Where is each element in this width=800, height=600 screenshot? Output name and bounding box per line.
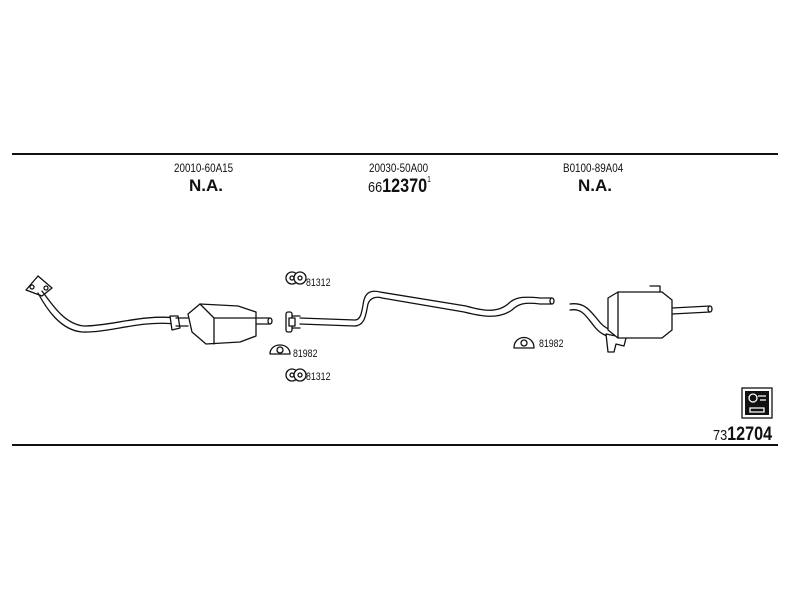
catalog-number: 7312704	[713, 425, 772, 444]
clamp-top-drawing	[285, 271, 307, 285]
clamp-label-right: 81982	[539, 338, 564, 350]
clamp-label-bottom: 81312	[306, 371, 331, 383]
clamp-label-top: 81312	[306, 277, 331, 289]
clamp-right-drawing	[513, 336, 535, 349]
part-value-prefix: 66	[368, 179, 383, 196]
part-code-center-pipe: 20030-50A00	[369, 161, 429, 175]
front-muffler-drawing	[187, 303, 273, 345]
part-value-main: 12370	[382, 176, 428, 197]
part-code-rear-muffler: B0100-89A04	[563, 161, 624, 175]
part-code-front-pipe: 20010-60A15	[174, 161, 234, 175]
top-rule	[12, 153, 778, 155]
bottom-rule	[12, 444, 778, 446]
part-value-sup: 1	[427, 175, 431, 184]
catalog-number-main: 12704	[727, 424, 773, 445]
clamp-bottom-drawing	[285, 368, 307, 382]
catalog-icon	[741, 387, 773, 419]
rear-muffler-drawing	[569, 285, 713, 353]
front-pipe-drawing	[25, 275, 189, 333]
part-value-rear-muffler: N.A.	[578, 176, 612, 195]
part-value-center-pipe: 66123701	[368, 175, 431, 197]
clamp-label-mid: 81982	[293, 348, 318, 360]
part-value-front-pipe: N.A.	[189, 176, 223, 195]
center-pipe-drawing	[285, 290, 555, 333]
catalog-number-prefix: 73	[713, 427, 728, 444]
clamp-mid-drawing	[269, 344, 291, 355]
